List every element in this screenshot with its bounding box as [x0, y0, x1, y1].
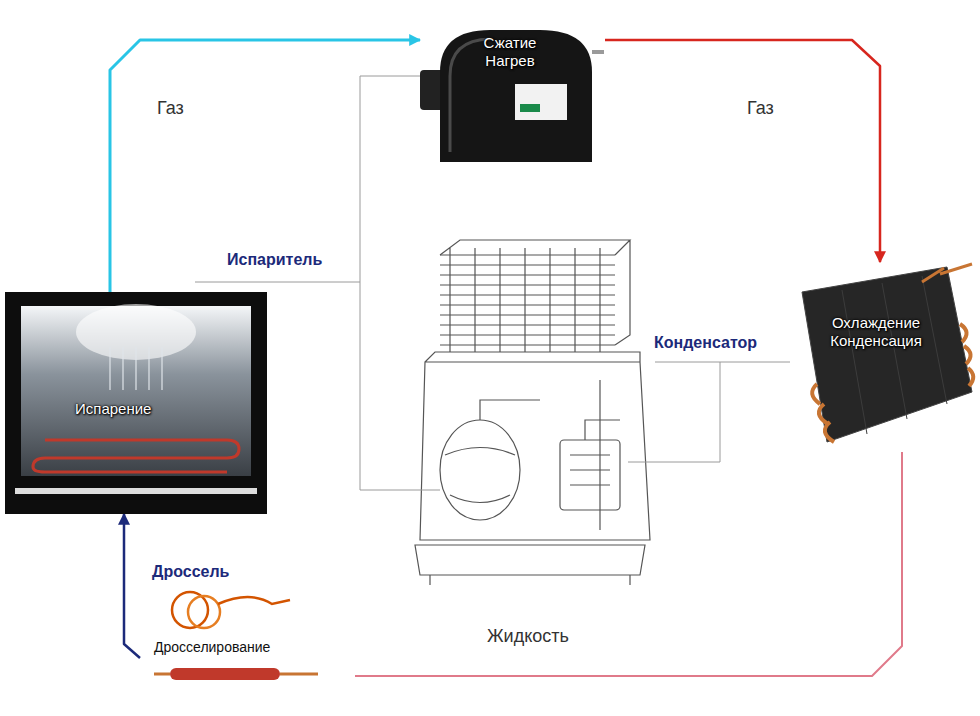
edge-label: Жидкость	[485, 626, 571, 648]
evaporator-shelf	[15, 488, 257, 494]
wire-condenser-grid	[440, 255, 615, 345]
compressor-highlight	[450, 39, 490, 152]
filter-drier	[170, 668, 280, 680]
edge-label: Газ	[745, 98, 776, 120]
compressor-detail	[445, 400, 540, 503]
liquid-line	[355, 452, 902, 676]
condenser-pipes	[960, 324, 973, 386]
compressor-plate-mark	[520, 104, 540, 112]
compressor-body	[440, 30, 592, 162]
condenser-fin-lines	[842, 276, 947, 434]
compressor-outline	[440, 420, 520, 520]
process-label: Охлаждение Конденсация	[810, 314, 942, 350]
throttle: ДроссельДросселирование	[140, 560, 355, 695]
edge-label: Газ	[155, 98, 186, 120]
fridge-body	[420, 352, 650, 540]
condenser-stub	[922, 264, 972, 282]
part-name: Конденсатор	[652, 333, 759, 352]
gas-line	[605, 40, 880, 262]
fridge-base	[415, 545, 645, 585]
wire-condenser-bars	[440, 240, 630, 352]
condenser-fins	[802, 267, 972, 442]
compressor-pipe	[592, 50, 604, 54]
capillary-tube	[218, 597, 290, 604]
relay-box	[560, 440, 620, 510]
process-label: Испарение	[75, 400, 151, 418]
evaporator-fins	[110, 347, 162, 390]
throttle-drawing	[140, 560, 355, 695]
capillary-coil	[188, 596, 220, 628]
condenser: Охлаждение Конденсация	[772, 262, 977, 452]
process-label: Дросселирование	[152, 639, 272, 656]
leader-line	[628, 362, 790, 462]
compressor-plate	[515, 84, 567, 120]
relay-detail	[570, 420, 620, 485]
process-label: Сжатие Нагрев	[475, 34, 545, 70]
evaporator-tubes	[33, 440, 239, 472]
compressor: Сжатие Нагрев	[420, 12, 605, 162]
evaporator: Испарение	[5, 292, 267, 514]
throttle-line	[124, 514, 140, 658]
filter-pipe	[154, 673, 318, 676]
part-title: Дроссель	[152, 562, 229, 581]
part-name: Испаритель	[225, 250, 324, 269]
condenser-pipes	[812, 384, 834, 442]
condenser-drawing	[772, 262, 977, 452]
evaporator-frame	[5, 292, 267, 514]
suction-line	[110, 40, 420, 292]
capillary-coil	[172, 592, 208, 628]
